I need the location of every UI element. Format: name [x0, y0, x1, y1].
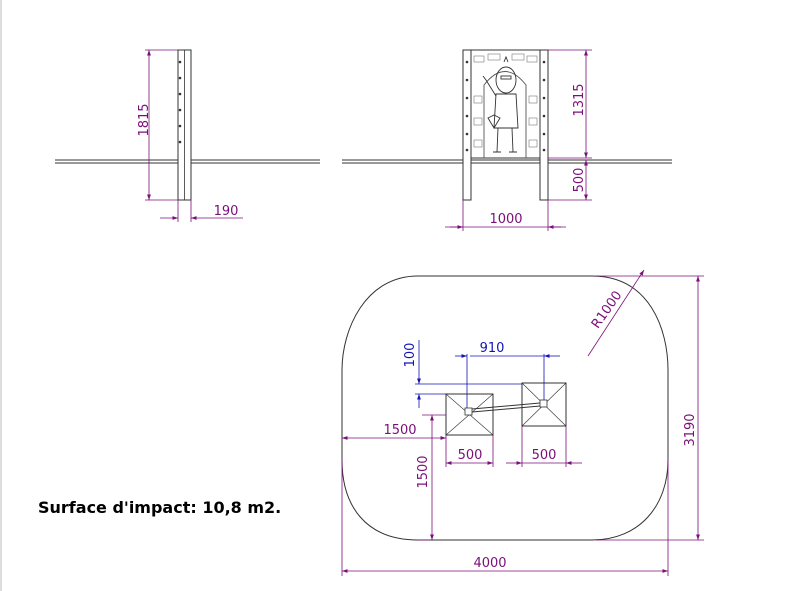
total-width-label: 4000 — [473, 556, 506, 571]
total-height-label: 3190 — [683, 413, 698, 446]
side-view: 1815 190 — [55, 49, 320, 222]
post-depth-label: 500 — [572, 168, 587, 193]
offset-label: 100 — [403, 343, 418, 368]
bottom-margin-label: 1500 — [416, 455, 431, 488]
left-margin-label: 1500 — [383, 423, 416, 438]
radius-leader — [587, 269, 645, 357]
radius-label: R1000 — [589, 288, 625, 331]
panel-height-label: 1315 — [572, 83, 587, 116]
knight-panel — [470, 49, 541, 159]
front-width-label: 1000 — [489, 212, 522, 227]
knight-figure — [482, 55, 519, 153]
plan-view: R1000 100 910 1500 1500 500 500 — [341, 269, 704, 576]
impact-surface-caption: Surface d'impact: 10,8 m2. — [38, 498, 282, 517]
square-b-label: 500 — [532, 448, 557, 463]
spacing-label: 910 — [480, 341, 505, 356]
front-view: 1315 500 1000 — [342, 49, 672, 231]
thickness-dimension-label: 190 — [214, 204, 239, 219]
height-dimension-label: 1815 — [137, 103, 152, 136]
impact-area-outline — [341, 275, 669, 541]
side-climbing-holds — [178, 60, 182, 144]
square-a-label: 500 — [458, 448, 483, 463]
